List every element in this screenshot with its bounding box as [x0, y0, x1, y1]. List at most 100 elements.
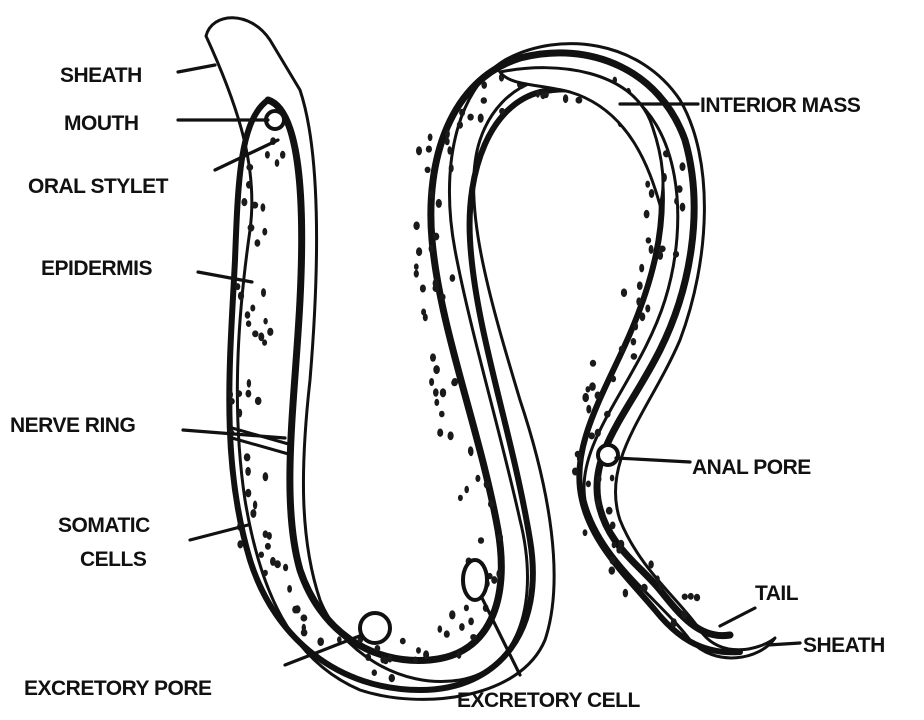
somatic-cell-dot: [609, 567, 616, 575]
somatic-cell-dot: [416, 146, 422, 155]
somatic-cell-dot: [633, 322, 638, 330]
somatic-cell-dot: [365, 654, 371, 661]
somatic-cell-dot: [250, 509, 256, 518]
somatic-cell-dot: [597, 476, 602, 483]
somatic-cell-dot: [649, 245, 654, 254]
somatic-cell-dot: [468, 618, 474, 626]
somatic-cell-dot: [301, 629, 308, 636]
somatic-cell-dot: [449, 610, 455, 619]
somatic-cell-dot: [659, 246, 666, 253]
somatic-cell-dot: [616, 547, 622, 554]
somatic-cell-dot: [425, 167, 431, 173]
somatic-cell-dot: [263, 472, 269, 481]
somatic-cell-dot: [612, 542, 617, 549]
somatic-cell-dot: [372, 669, 377, 676]
somatic-cell-dot: [413, 221, 419, 230]
somatic-cell-dot: [582, 393, 589, 402]
somatic-cell-dot: [475, 475, 480, 482]
somatic-cell-dot: [648, 560, 653, 568]
somatic-cell-dot: [657, 251, 663, 260]
somatic-cell-dot: [236, 390, 242, 397]
somatic-cell-dot: [438, 625, 443, 632]
somatic-cell-dot: [649, 189, 655, 198]
somatic-cell-dot: [437, 429, 443, 437]
somatic-cell-dot: [252, 202, 259, 209]
somatic-cell-dot: [645, 305, 650, 313]
somatic-cell-dot: [588, 432, 595, 439]
somatic-cell-dot: [449, 164, 454, 173]
somatic-cell-dot: [423, 314, 428, 322]
somatic-cell-dot: [457, 651, 462, 659]
somatic-cell-dot: [658, 582, 664, 590]
somatic-cell-dot: [681, 610, 687, 619]
somatic-cell-dot: [252, 330, 258, 337]
somatic-cell-dot: [414, 263, 419, 270]
somatic-cell-dot: [589, 382, 596, 391]
somatic-cell-dot: [637, 281, 643, 290]
somatic-cell-dot: [439, 411, 445, 418]
label-oral-stylet: ORAL STYLET: [28, 175, 169, 198]
somatic-cell-dot: [237, 540, 243, 548]
somatic-cell-dot: [464, 486, 469, 494]
somatic-cell-dot: [452, 378, 458, 385]
somatic-cell-dot: [255, 397, 262, 405]
label-epidermis: EPIDERMIS: [41, 257, 153, 280]
somatic-cell-dot: [563, 94, 568, 103]
somatic-cell-dot: [275, 159, 280, 167]
somatic-cell-dot: [576, 97, 583, 104]
label-sheath-head: SHEATH: [60, 64, 142, 87]
label-excretory-pore: EXCRETORY PORE: [24, 677, 212, 700]
somatic-cell-dot: [238, 409, 243, 418]
somatic-cell-dot: [604, 411, 611, 418]
somatic-cell-dot: [235, 283, 240, 290]
somatic-cell-dot: [497, 534, 503, 542]
somatic-cell-dot: [258, 332, 264, 341]
somatic-cell-dot: [283, 564, 288, 572]
somatic-cell-dot: [250, 305, 255, 312]
somatic-cell-dot: [680, 162, 686, 171]
somatic-cell-dot: [478, 537, 484, 544]
somatic-cell-dot: [270, 557, 276, 566]
somatic-cell-dot: [247, 379, 251, 388]
somatic-cell-dot: [433, 388, 439, 397]
label-somatic-cells-line2: CELLS: [80, 548, 147, 571]
somatic-cell-dot: [590, 360, 596, 367]
somatic-cell-dot: [447, 146, 452, 154]
somatic-cell-dot: [375, 645, 381, 652]
label-tail: TAIL: [755, 582, 799, 605]
somatic-cell-dot: [680, 203, 686, 212]
somatic-cell-dot: [481, 81, 487, 89]
somatic-cell-dot: [606, 507, 613, 515]
somatic-cell-dot: [595, 392, 601, 400]
somatic-cell-dot: [433, 284, 440, 292]
somatic-cell-dot: [572, 468, 578, 476]
somatic-cell-dot: [429, 190, 435, 198]
somatic-cell-dot: [468, 446, 473, 455]
somatic-cell-dot: [448, 431, 454, 440]
somatic-cell-dot: [416, 247, 422, 256]
somatic-cell-dot: [445, 129, 450, 138]
somatic-cell-dot: [241, 198, 247, 206]
somatic-cell-dot: [631, 338, 637, 345]
somatic-cell-dot: [429, 245, 434, 253]
somatic-cell-dot: [671, 618, 677, 627]
somatic-cell-dot: [253, 501, 257, 510]
somatic-cell-dot: [229, 398, 235, 405]
somatic-cell-dot: [540, 91, 545, 99]
somatic-cell-dot: [674, 198, 678, 205]
somatic-cell-dot: [420, 285, 426, 293]
somatic-cell-dot: [640, 312, 646, 321]
somatic-cell-dot: [301, 614, 308, 621]
label-interior-mass: INTERIOR MASS: [700, 94, 861, 117]
somatic-cell-dot: [263, 318, 267, 325]
somatic-cell-dot: [244, 453, 251, 461]
somatic-cell-dot: [245, 467, 251, 476]
somatic-cell-dot: [440, 388, 446, 397]
somatic-cell-dot: [246, 181, 252, 189]
somatic-cell-dot: [317, 637, 324, 646]
somatic-cell-dot: [294, 605, 301, 613]
somatic-cell-dot: [470, 634, 477, 640]
somatic-cell-dot: [682, 594, 688, 600]
somatic-cell-dot: [694, 594, 700, 601]
somatic-cell-dot: [450, 274, 456, 282]
